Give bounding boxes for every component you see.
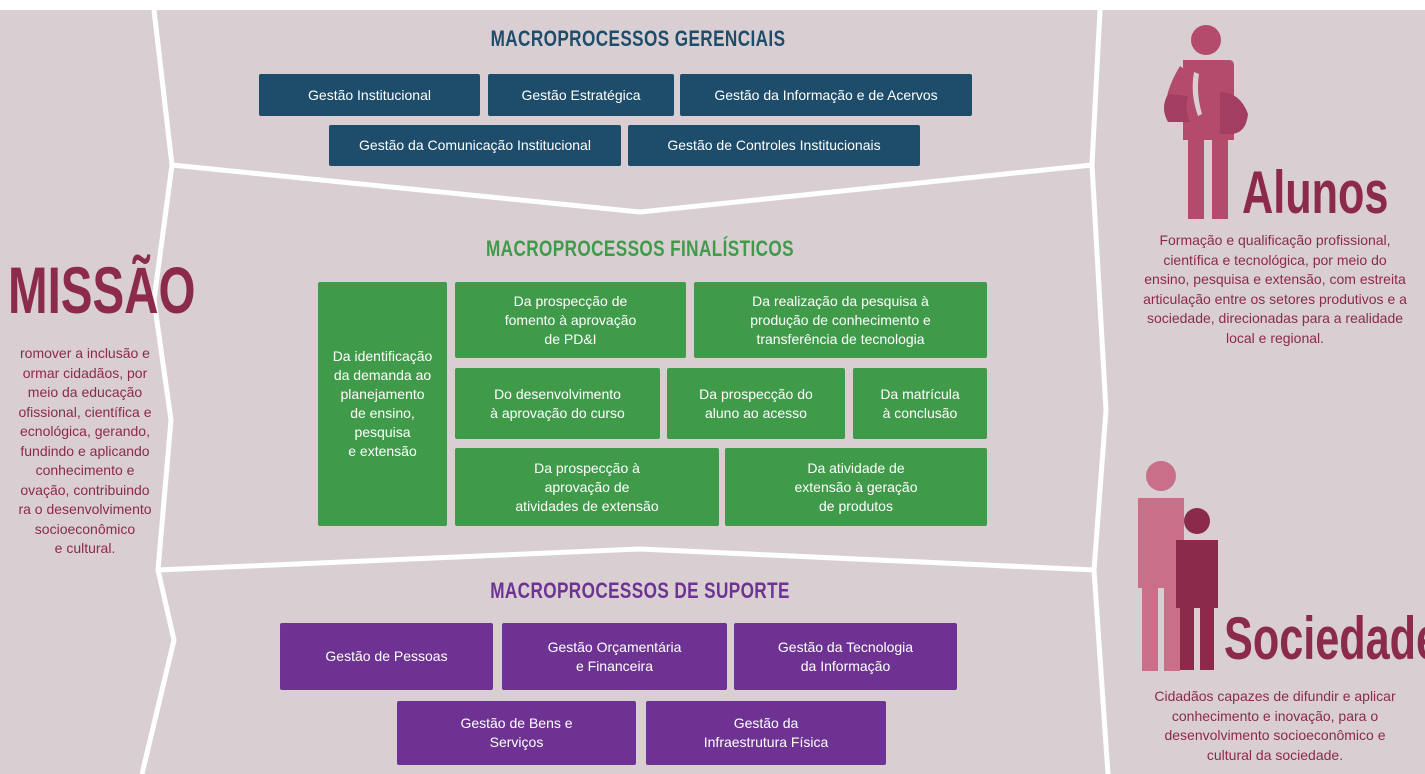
finalistico-box-atividade-extensao: Da atividade de extensão à geração de pr…	[725, 448, 987, 526]
gerencial-box-institucional: Gestão Institucional	[259, 74, 480, 116]
suporte-box-bens-servicos: Gestão de Bens e Serviços	[397, 701, 636, 765]
student-icon	[1155, 25, 1248, 219]
missao-text: romover a inclusão e ormar cidadãos, por…	[18, 345, 152, 556]
finalisticos-title: MACROPROCESSOS FINALÍSTICOS	[485, 236, 794, 261]
suporte-box-infraestrutura: Gestão da Infraestrutura Física	[646, 701, 886, 765]
top-separator-line	[171, 162, 1093, 215]
suporte-title: MACROPROCESSOS DE SUPORTE	[490, 578, 790, 603]
missao-title: MISSÃO	[8, 253, 196, 327]
gerencial-box-estrategica: Gestão Estratégica	[488, 74, 674, 116]
gerencial-box-controles: Gestão de Controles Institucionais	[628, 125, 920, 166]
finalistico-box-identificacao-demanda: Da identificação da demanda ao planejame…	[318, 282, 447, 526]
sociedade-title: Sociedade	[1224, 605, 1425, 672]
finalistico-box-matricula: Da matrícula à conclusão	[853, 368, 987, 439]
bottom-separator-line	[157, 546, 1095, 573]
alunos-text: Formação e qualificação profissional, ci…	[1143, 232, 1407, 346]
alunos-title: Alunos	[1242, 159, 1389, 226]
suporte-box-tecnologia: Gestão da Tecnologia da Informação	[734, 623, 957, 690]
gerencial-box-comunicacao: Gestão da Comunicação Institucional	[329, 125, 621, 166]
finalistico-box-prospeccao-aluno: Da prospecção do aluno ao acesso	[667, 368, 845, 439]
right-separator-line	[1089, 9, 1111, 774]
finalistico-box-prospeccao-extensao: Da prospecção à aprovação de atividades …	[455, 448, 719, 526]
gerenciais-title: MACROPROCESSOS GERENCIAIS	[490, 26, 786, 51]
gerencial-box-informacao-acervos: Gestão da Informação e de Acervos	[680, 74, 972, 116]
people-icon	[1138, 461, 1218, 671]
finalistico-box-desenvolvimento-curso: Do desenvolvimento à aprovação do curso	[455, 368, 660, 439]
finalistico-box-prospeccao-fomento: Da prospecção de fomento à aprovação de …	[455, 282, 686, 358]
suporte-box-pessoas: Gestão de Pessoas	[280, 623, 493, 690]
finalistico-box-realizacao-pesquisa: Da realização da pesquisa à produção de …	[694, 282, 987, 358]
sociedade-text: Cidadãos capazes de difundir e aplicar c…	[1154, 688, 1396, 763]
suporte-box-orcamentaria: Gestão Orçamentária e Financeira	[502, 623, 727, 690]
